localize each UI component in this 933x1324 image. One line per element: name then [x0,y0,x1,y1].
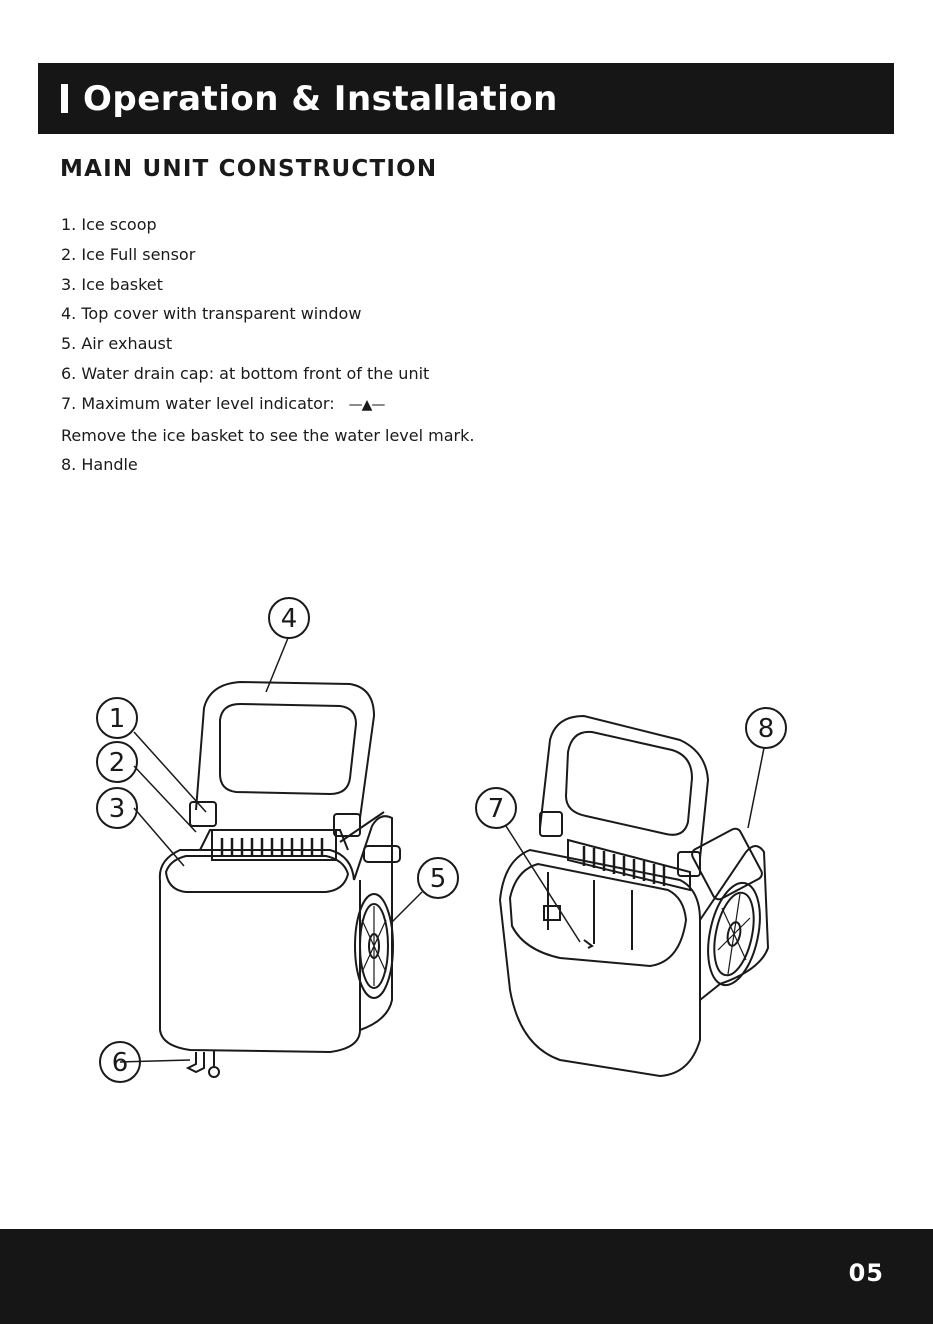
footer-bar: 05 [0,1229,933,1324]
callout-label-3: 3 [109,794,126,824]
list-item: 2. Ice Full sensor [61,244,196,264]
callout-label-6: 6 [112,1048,129,1078]
list-item: 1. Ice scoop [61,215,157,234]
page-title: Operation & Installation [83,78,558,119]
list-item: Remove the ice basket to see the water l… [61,425,475,445]
list-item: 6. Water drain cap: at bottom front of t… [61,363,430,383]
left-ice-maker-illustration [158,680,401,1078]
callout-circles [96,597,787,1083]
list-item: 4. Top cover with transparent window [61,304,362,324]
ice-maker-diagram: 4 1 2 3 5 6 7 8 [96,597,787,1083]
right-ice-maker-illustration [499,714,770,1078]
page-number: 05 [848,1259,884,1287]
header-bar: Operation & Installation [38,63,894,134]
callout-label-2: 2 [109,748,126,778]
callout-label-7: 7 [488,794,505,824]
callout-label-4: 4 [281,604,298,634]
list-item: 7. Maximum water level indicator:—▲— [61,389,474,421]
water-level-indicator-icon: —▲— [348,396,386,413]
list-item: 8. Handle [61,455,138,475]
callout-label-8: 8 [758,714,775,744]
header-accent-mark [61,84,68,113]
callout-label-5: 5 [430,864,447,894]
list-item: 5. Air exhaust [61,334,173,354]
parts-list: 1. Ice scoop 2. Ice Full sensor 3. Ice b… [61,210,474,480]
list-item: 3. Ice basket [61,274,163,294]
section-title: MAIN UNIT CONSTRUCTION [60,156,438,182]
callout-label-1: 1 [109,704,126,734]
